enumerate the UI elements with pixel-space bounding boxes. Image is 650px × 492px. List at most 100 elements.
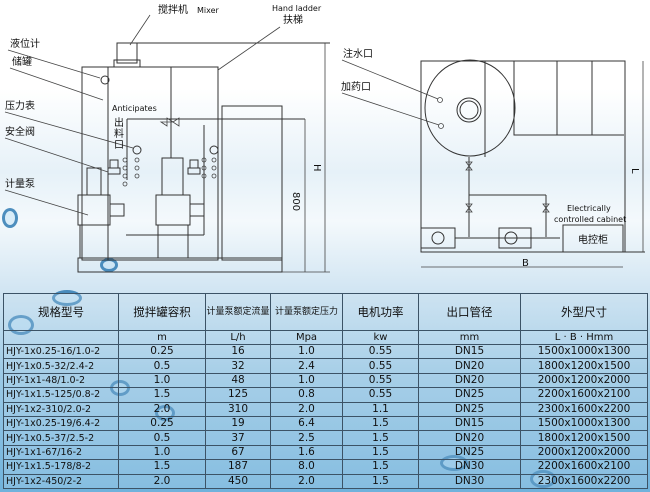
table-cell: 19 [205, 415, 271, 432]
metering-pump [155, 194, 191, 226]
table-cell: DN20 [418, 372, 521, 389]
pump-icon [420, 227, 456, 249]
metering-pump-label: 计量泵 [5, 177, 35, 190]
table-cell: 2.5 [270, 430, 343, 446]
tank-label: 储罐 [12, 55, 32, 68]
safety-valve-icon [107, 159, 121, 175]
mixer-en-label: Mixer [197, 6, 220, 15]
table-cell: 1.0 [118, 444, 206, 461]
dimension-b: B [522, 258, 529, 269]
table-cell: 0.25 [118, 343, 206, 360]
table-cell: 2300x1600x2200 [520, 473, 648, 489]
table-cell: HJY-1x1-48/1.0-2 [3, 372, 119, 389]
equipment-drawing: 搅拌机 Mixer Hand ladder 扶梯 液位计 储罐 Anticipa… [4, 3, 645, 273]
unit-cell [3, 330, 119, 345]
table-cell: 2000x1200x2000 [520, 372, 648, 389]
table-cell: HJY-1x1-67/16-2 [3, 444, 119, 461]
table-cell: 2200x1600x2100 [520, 459, 648, 475]
table-cell: HJY-1x2-310/2.0-2 [3, 401, 119, 417]
cabinet-en-label-1: Electrically [567, 204, 611, 213]
table-cell: 6.4 [270, 415, 343, 432]
table-cell: 0.5 [118, 430, 206, 446]
table-cell: DN20 [418, 358, 521, 374]
safety-valve-icon [187, 159, 201, 175]
hand-ladder [221, 105, 283, 261]
table-cell: 1.5 [118, 459, 206, 475]
table-cell: 67 [205, 444, 271, 461]
table-cell: 0.55 [342, 372, 419, 389]
unit-cell: L/h [205, 330, 271, 345]
mixer-opening [456, 97, 482, 123]
anticipates-label: Anticipates [112, 104, 157, 113]
pump-motor [86, 167, 102, 196]
table-cell: 1500x1000x1300 [520, 415, 648, 432]
table-cell: 125 [205, 387, 271, 403]
table-cell: HJY-1x0.25-16/1.0-2 [3, 343, 119, 360]
table-cell: 2.0 [270, 401, 343, 417]
valve-icon [465, 161, 550, 213]
table-cell: 32 [205, 358, 271, 374]
table-cell: DN15 [418, 343, 521, 360]
table-cell: DN30 [418, 473, 521, 489]
table-cell: 2000x1200x2000 [520, 444, 648, 461]
unit-cell: kw [342, 330, 419, 345]
col-header-outlet-diameter: 出口管径 [418, 293, 521, 331]
table-cell: 1.6 [270, 444, 343, 461]
tank-top [424, 59, 516, 157]
table-cell: DN15 [418, 415, 521, 432]
outlet-label-2: 料 [114, 127, 124, 140]
hand-ladder-en-label: Hand ladder [272, 4, 322, 13]
table-cell: 1.5 [342, 444, 419, 461]
unit-cell: m [118, 330, 206, 345]
table-cell: 0.55 [342, 387, 419, 403]
table-cell: 0.55 [342, 343, 419, 360]
pressure-gauge-icon [132, 145, 142, 155]
table-header-row: 规格型号 搅拌罐容积 计量泵额定流量 计量泵额定压力 电机功率 出口管径 外型尺… [3, 293, 648, 331]
pressure-gauge-icon [209, 145, 219, 155]
col-header-model: 规格型号 [3, 293, 119, 331]
table-cell: 48 [205, 372, 271, 389]
table-cell: HJY-1x2-450/2-2 [3, 473, 119, 489]
table-cell: 8.0 [270, 459, 343, 475]
table-cell: 1500x1000x1300 [520, 343, 648, 360]
table-cell: HJY-1x0.5-37/2.5-2 [3, 430, 119, 446]
table-cell: 1.1 [342, 401, 419, 417]
table-cell: 187 [205, 459, 271, 475]
mixer-motor [116, 42, 138, 64]
cabinet-label: 电控柜 [578, 233, 608, 246]
table-cell: HJY-1x0.5-32/2.4-2 [3, 358, 119, 374]
hand-ladder-label: 扶梯 [283, 13, 303, 26]
col-header-dimensions: 外型尺寸 [520, 293, 648, 331]
table-cell: 16 [205, 343, 271, 360]
bubble-decoration [2, 208, 18, 228]
dimension-h: H [311, 164, 322, 172]
table-cell: 2300x1600x2200 [520, 401, 648, 417]
water-inlet-label: 注水口 [343, 47, 373, 60]
dimension-l: L [629, 168, 640, 174]
top-view: 注水口 加药口 Electrically controlled cabinet … [341, 47, 645, 269]
table-cell: 2.0 [118, 401, 206, 417]
table-cell: 1.5 [342, 415, 419, 432]
metering-pump [77, 194, 111, 226]
table-cell: 310 [205, 401, 271, 417]
dosing-inlet-icon [438, 123, 444, 129]
unit-cell: L · B · Hmm [520, 330, 648, 345]
table-cell: 1.0 [118, 372, 206, 389]
table-cell: HJY-1x1.5-178/8-2 [3, 459, 119, 475]
outlet-label-3: 口 [114, 140, 124, 151]
table-cell: 0.5 [118, 358, 206, 374]
front-view: 搅拌机 Mixer Hand ladder 扶梯 液位计 储罐 Anticipa… [4, 3, 330, 273]
table-cell: HJY-1x0.25-19/6.4-2 [3, 415, 119, 432]
outlet-label-1: 出 [114, 116, 124, 129]
table-cell: 2.0 [270, 473, 343, 489]
cabinet-en-label-2: controlled cabinet [554, 215, 626, 224]
water-inlet-icon [437, 97, 443, 103]
table-unit-row: m L/h Mpa kw mm L · B · Hmm [3, 330, 648, 345]
table-cell: DN25 [418, 401, 521, 417]
